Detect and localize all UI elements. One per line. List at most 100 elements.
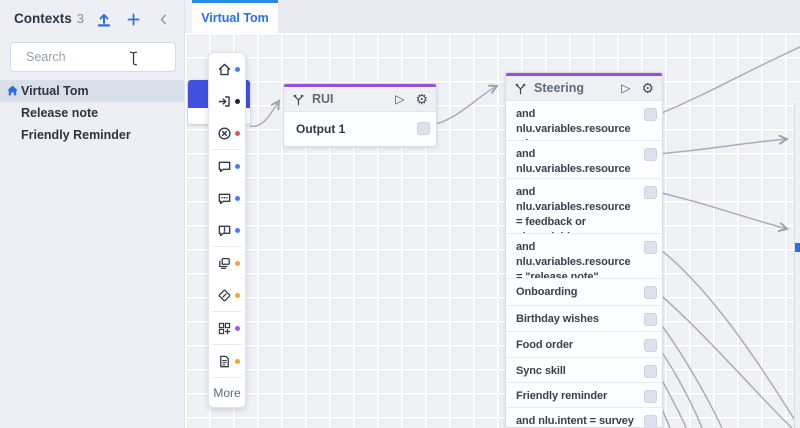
wire-steering-birthday [656, 318, 723, 428]
tab-label: Virtual Tom [201, 11, 269, 25]
output-port[interactable] [644, 148, 657, 161]
palette-dot [235, 227, 240, 233]
search-input[interactable] [26, 50, 187, 64]
node-header[interactable]: RUI ▷ ⚙ [284, 87, 436, 112]
sidebar-item-label: Virtual Tom [21, 84, 89, 98]
wire-start-to-rui [249, 101, 279, 128]
tab-virtual-tom[interactable]: Virtual Tom [192, 0, 278, 33]
steering-rows: and nlu.variables.resource = bug and nlu… [506, 101, 662, 427]
condition-row[interactable]: and nlu.intent = survey [506, 407, 662, 427]
palette-dot [235, 163, 240, 169]
output-port[interactable] [644, 286, 657, 299]
palette-dot [235, 292, 240, 298]
palette-divider [212, 246, 242, 247]
palette-divider [212, 311, 242, 312]
palette-divider [212, 377, 242, 378]
output-port[interactable] [644, 241, 657, 254]
flow-split-icon [515, 83, 526, 94]
wire-rui-to-steering [430, 86, 497, 126]
palette-home-icon[interactable] [209, 53, 245, 85]
palette-dot [235, 195, 240, 201]
output-port[interactable] [644, 108, 657, 121]
flow-canvas[interactable]: More RUI ▷ ⚙ Output 1 [185, 33, 800, 428]
tab-bar: Virtual Tom [185, 0, 800, 33]
condition-row[interactable]: and nlu.variables.resource = "release no… [506, 233, 662, 278]
sidebar-title: Contexts [14, 11, 72, 26]
palette-dot [235, 260, 240, 266]
upload-icon[interactable] [95, 11, 112, 28]
sidebar-item-label: Release note [21, 106, 99, 120]
offscreen-node-edge[interactable] [794, 103, 800, 428]
sidebar-item-label: Friendly Reminder [21, 128, 131, 142]
condition-row[interactable]: Food order [506, 331, 662, 357]
output-port[interactable] [644, 186, 657, 199]
node-settings-icon[interactable]: ⚙ [415, 91, 428, 107]
palette-dot [235, 98, 240, 104]
output-port[interactable] [644, 415, 657, 427]
node-title: Steering [534, 81, 585, 95]
output-port[interactable] [417, 122, 430, 135]
node-rui[interactable]: RUI ▷ ⚙ Output 1 [283, 83, 437, 147]
node-steering[interactable]: Steering ▷ ⚙ and nlu.variables.resource … [505, 72, 663, 428]
condition-row[interactable]: and nlu.variables.resource = feedback or… [506, 178, 662, 233]
node-accent-bar [506, 73, 662, 76]
contexts-sidebar: Contexts 3 Virtual Tom [0, 0, 187, 428]
add-context-icon[interactable] [125, 11, 142, 28]
palette-more-button[interactable]: More [213, 385, 241, 400]
node-palette: More [208, 52, 246, 408]
search-box[interactable] [10, 42, 187, 72]
condition-row[interactable]: Birthday wishes [506, 305, 662, 331]
wire-steering-bug [656, 46, 800, 116]
offscreen-node-port [795, 243, 800, 252]
node-title: RUI [312, 92, 334, 106]
node-output-row[interactable]: Output 1 [284, 112, 436, 146]
sidebar-count: 3 [76, 11, 84, 26]
node-header[interactable]: Steering ▷ ⚙ [506, 76, 662, 101]
palette-say-bubble-icon[interactable] [209, 150, 245, 182]
sidebar-item-virtual-tom[interactable]: Virtual Tom [0, 80, 184, 102]
condition-row[interactable]: and nlu.variables.resource = bug [506, 101, 662, 140]
wire-steering-release-note [656, 246, 799, 426]
palette-add-widget-icon[interactable] [209, 312, 245, 344]
palette-alert-bubble-icon[interactable] [209, 214, 245, 246]
palette-go-to-node-icon[interactable] [209, 85, 245, 117]
palette-jump-diamond-icon[interactable] [209, 279, 245, 311]
flow-wires [249, 46, 800, 428]
play-node-icon[interactable]: ▷ [621, 81, 631, 95]
collapse-sidebar-icon[interactable] [155, 11, 172, 28]
contexts-list: Virtual Tom Release note Friendly Remind… [0, 80, 184, 146]
palette-cancel-icon[interactable] [209, 117, 245, 149]
main-area: Virtual Tom [185, 0, 800, 428]
home-icon [7, 85, 18, 96]
palette-dot [235, 130, 240, 136]
node-settings-icon[interactable]: ⚙ [641, 80, 654, 96]
output-port[interactable] [644, 313, 657, 326]
condition-row[interactable]: and nlu.variables.resource = roadmap [506, 140, 662, 178]
output-port[interactable] [644, 390, 657, 403]
node-accent-bar [284, 84, 436, 87]
wire-steering-feedback [656, 191, 787, 229]
palette-dot [235, 325, 240, 331]
wire-steering-onboarding [656, 291, 793, 428]
tab-bar-gap [185, 0, 192, 33]
wire-steering-food [656, 344, 703, 428]
sidebar-item-friendly-reminder[interactable]: Friendly Reminder [0, 124, 184, 146]
output-port[interactable] [644, 339, 657, 352]
palette-dot [235, 358, 240, 364]
palette-divider [212, 149, 242, 150]
palette-typing-bubble-icon[interactable] [209, 182, 245, 214]
sidebar-header: Contexts 3 [0, 0, 184, 38]
condition-row[interactable]: Friendly reminder [506, 382, 662, 407]
condition-row[interactable]: Sync skill [506, 357, 662, 382]
play-node-icon[interactable]: ▷ [395, 92, 405, 106]
output-port[interactable] [644, 365, 657, 378]
palette-divider [212, 344, 242, 345]
sidebar-item-release-note[interactable]: Release note [0, 102, 184, 124]
condition-row[interactable]: Onboarding [506, 278, 662, 305]
wire-steering-roadmap [656, 139, 787, 155]
palette-document-icon[interactable] [209, 345, 245, 377]
palette-copy-nodes-icon[interactable] [209, 247, 245, 279]
palette-dot [235, 66, 240, 72]
text-cursor-pointer [129, 51, 138, 66]
